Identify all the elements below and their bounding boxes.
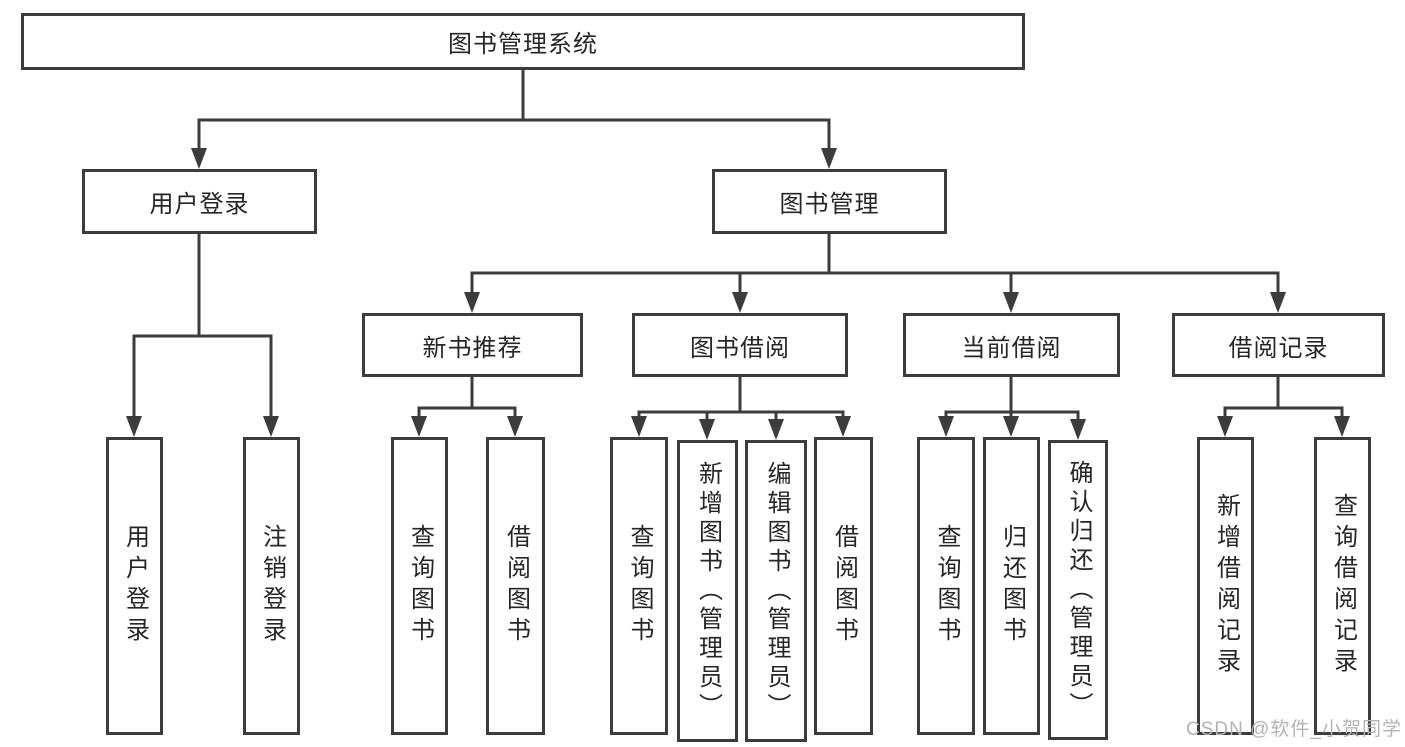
edge-borrow-records-branch	[1223, 377, 1344, 418]
leaf-cb-confirm-return-admin-label: 确认归还（管理员）	[1065, 459, 1092, 721]
arrowhead	[768, 419, 784, 440]
arrowhead	[126, 416, 142, 437]
node-user-login: 用户登录	[82, 169, 317, 234]
leaf-br-add-record: 新增借阅记录	[1197, 437, 1254, 735]
node-borrow-records: 借阅记录	[1172, 313, 1385, 377]
arrowhead	[507, 416, 523, 437]
leaf-bb-add-book-admin: 新增图书（管理员）	[677, 440, 738, 742]
arrowhead	[699, 419, 715, 440]
leaf-br-add-record-label: 新增借阅记录	[1212, 493, 1240, 679]
node-root-library-system: 图书管理系统	[21, 13, 1025, 70]
leaf-br-query-record-label: 查询借阅记录	[1329, 493, 1357, 679]
leaf-cb-query-book: 查询图书	[917, 437, 975, 735]
arrowhead	[1070, 419, 1086, 440]
arrowhead	[821, 148, 837, 169]
leaf-user-login: 用户登录	[106, 437, 163, 735]
leaf-rec-borrow-book: 借阅图书	[486, 437, 545, 735]
arrowhead	[732, 292, 748, 313]
leaf-cb-return-book-label: 归还图书	[998, 524, 1026, 648]
leaf-bb-borrow-book-label: 借阅图书	[830, 524, 858, 648]
arrowhead	[464, 292, 480, 313]
arrowhead	[835, 416, 851, 437]
arrowhead	[1003, 416, 1019, 437]
leaf-bb-edit-book-admin-label: 编辑图书（管理员）	[763, 460, 790, 722]
arrowhead	[1270, 292, 1286, 313]
edge-book-mgmt-branch	[470, 234, 1280, 294]
edge-new-book-branch	[417, 377, 517, 418]
leaf-logout: 注销登录	[243, 437, 300, 735]
leaf-rec-query-book: 查询图书	[391, 437, 448, 735]
leaf-bb-edit-book-admin: 编辑图书（管理员）	[745, 440, 807, 742]
leaf-user-login-label: 用户登录	[121, 524, 149, 648]
node-book-borrow: 图书借阅	[632, 313, 848, 377]
arrowhead	[1003, 292, 1019, 313]
leaf-br-query-record: 查询借阅记录	[1314, 437, 1371, 735]
arrowheads	[126, 148, 1350, 440]
arrowhead	[1217, 416, 1233, 437]
arrowhead	[1334, 416, 1350, 437]
leaf-bb-query-book: 查询图书	[610, 437, 668, 735]
leaf-cb-confirm-return-admin: 确认归还（管理员）	[1048, 440, 1108, 740]
csdn-watermark: CSDN @软件_小贺同学	[1186, 719, 1402, 740]
leaf-bb-query-book-label: 查询图书	[626, 524, 653, 648]
arrowhead	[263, 416, 279, 437]
arrowhead	[191, 148, 207, 169]
arrowhead	[938, 416, 954, 437]
leaf-rec-query-book-label: 查询图书	[406, 524, 434, 648]
arrowhead	[411, 416, 427, 437]
leaf-bb-add-book-admin-label: 新增图书（管理员）	[694, 460, 722, 722]
leaf-logout-label: 注销登录	[258, 524, 286, 648]
edge-current-borrow-branch	[944, 377, 1080, 421]
edge-root-to-level2	[197, 70, 831, 150]
edge-book-borrow-branch	[637, 377, 845, 421]
leaf-cb-query-book-label: 查询图书	[933, 524, 960, 648]
node-new-book-recommend: 新书推荐	[362, 313, 583, 377]
arrowhead	[631, 416, 647, 437]
leaf-cb-return-book: 归还图书	[983, 437, 1040, 735]
node-book-management: 图书管理	[712, 169, 947, 234]
leaf-bb-borrow-book: 借阅图书	[814, 437, 873, 735]
node-current-borrow: 当前借阅	[903, 313, 1120, 377]
leaf-rec-borrow-book-label: 借阅图书	[502, 524, 530, 648]
edge-user-login-branch	[132, 234, 273, 418]
